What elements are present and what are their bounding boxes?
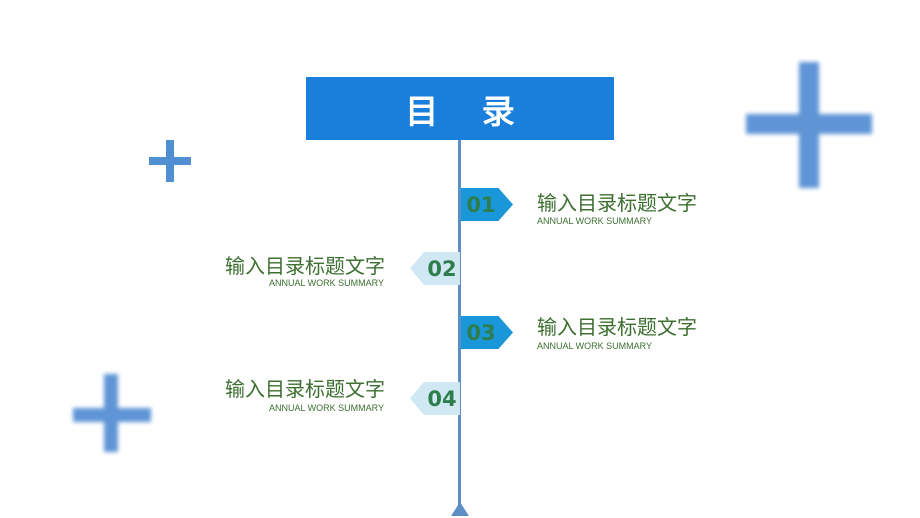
- item-subtitle: ANNUAL WORK SUMMARY: [537, 341, 653, 351]
- item-title: 输入目录标题文字: [537, 191, 697, 215]
- item-subtitle: ANNUAL WORK SUMMARY: [537, 216, 653, 226]
- plus-icon: [73, 374, 151, 452]
- item-number: 04: [427, 386, 457, 411]
- item-subtitle: ANNUAL WORK SUMMARY: [268, 403, 384, 413]
- title-banner: 目 录: [306, 77, 614, 140]
- item-title: 输入目录标题文字: [225, 377, 385, 401]
- page-title: 目 录: [405, 91, 531, 131]
- item-subtitle: ANNUAL WORK SUMMARY: [268, 278, 384, 288]
- timeline-line: [458, 140, 461, 512]
- timeline-arrow-icon: [451, 502, 469, 516]
- plus-icon: [149, 140, 191, 182]
- item-number: 03: [466, 320, 496, 345]
- item-title: 输入目录标题文字: [537, 315, 697, 339]
- item-number: 02: [427, 256, 457, 281]
- item-number: 01: [466, 192, 496, 217]
- item-number-tag: 02: [410, 252, 460, 285]
- item-number-tag: 04: [410, 382, 460, 415]
- item-title: 输入目录标题文字: [225, 254, 385, 278]
- item-number-tag: 01: [461, 188, 513, 221]
- plus-icon: [746, 62, 872, 188]
- item-number-tag: 03: [461, 316, 513, 349]
